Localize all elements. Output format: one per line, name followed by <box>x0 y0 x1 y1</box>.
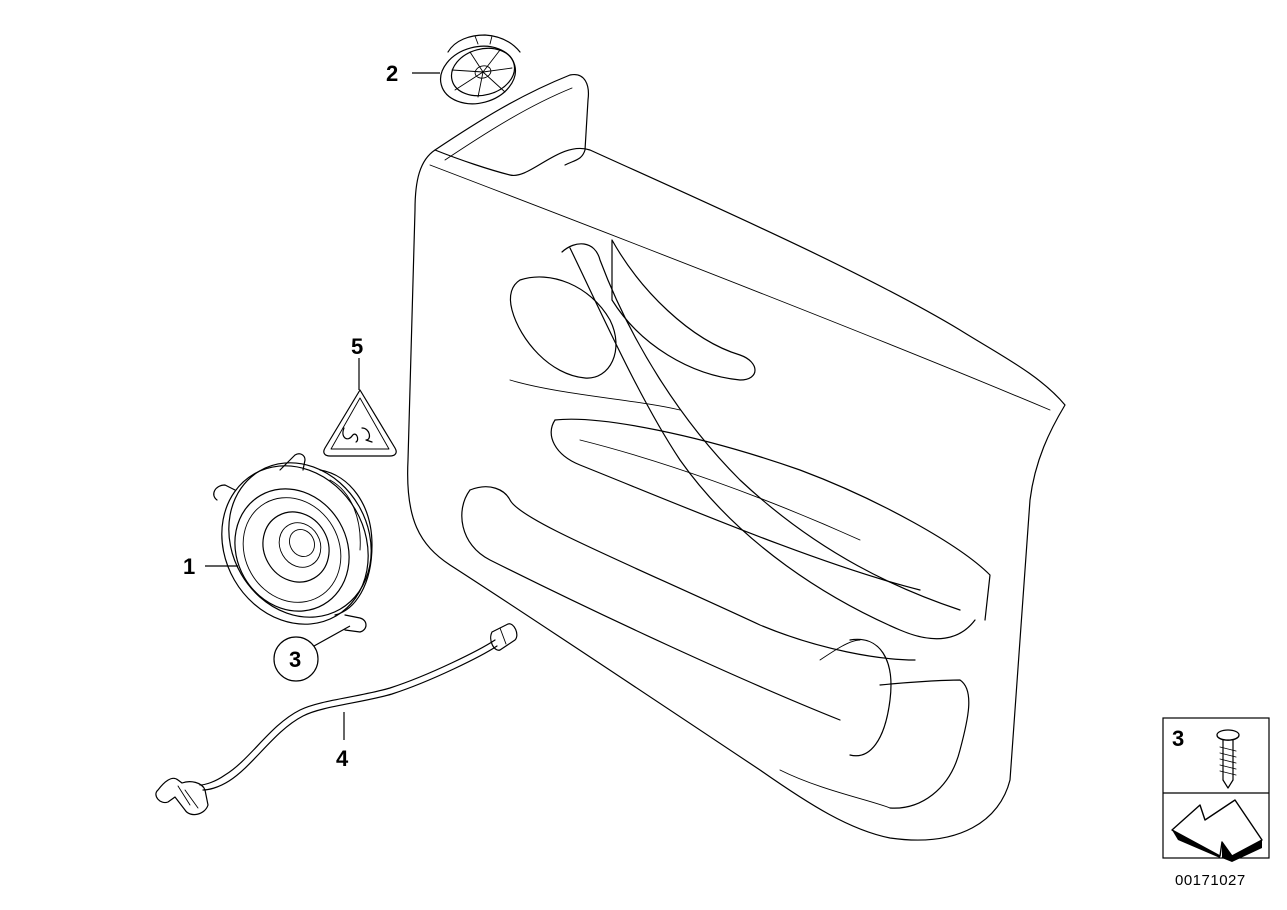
callout-3-circle <box>273 636 319 682</box>
warning-label-icon <box>323 389 397 457</box>
callout-5: 5 <box>351 334 363 359</box>
callout-1: 1 <box>183 554 195 579</box>
legend-item-number: 3 <box>1172 726 1184 751</box>
legend-box: 3 <box>1162 717 1270 862</box>
screw-icon <box>1216 729 1240 789</box>
speaker-icon <box>213 453 373 633</box>
cable-icon <box>155 623 518 816</box>
callout-2: 2 <box>386 61 398 86</box>
reference-number: 00171027 <box>1175 872 1246 889</box>
direction-arrow-icon <box>1171 799 1263 862</box>
tweeter-icon <box>439 34 521 105</box>
door-panel-icon <box>407 73 1066 841</box>
callout-4: 4 <box>336 746 349 771</box>
leader-line-3 <box>313 625 351 647</box>
callout-3: 3 <box>289 647 301 672</box>
